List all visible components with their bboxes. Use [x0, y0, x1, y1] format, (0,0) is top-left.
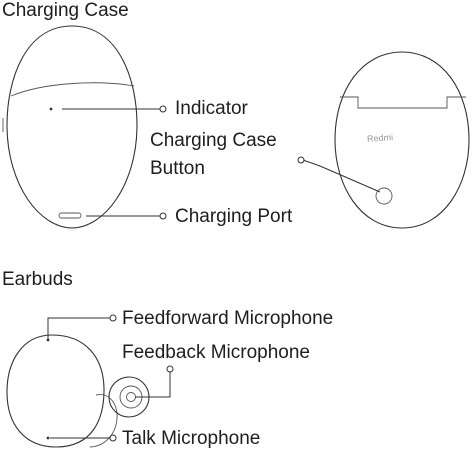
case-button	[375, 187, 393, 205]
case-back-body	[334, 51, 470, 229]
case-front-lid-seam	[10, 82, 135, 97]
case-button-label-line2: Button	[150, 158, 205, 179]
talk-mic-label: Talk Microphone	[122, 428, 260, 449]
feedback-mic-label: Feedback Microphone	[122, 342, 310, 363]
charging-case-title: Charging Case	[2, 0, 129, 21]
feedback-leader	[135, 372, 171, 398]
case-front-illustration	[2, 25, 138, 229]
earbud-body	[6, 334, 105, 448]
charging-port-leader-dot	[159, 212, 167, 220]
button-leader	[302, 159, 381, 193]
case-button-label-line1: Charging Case	[150, 130, 277, 151]
brand-logo-text: Redmi	[367, 132, 394, 144]
case-front-body	[6, 25, 138, 229]
feedforward-leader	[47, 317, 110, 340]
indicator-light	[49, 107, 53, 111]
feedforward-leader-dot	[109, 314, 117, 322]
case-back-illustration: Redmi	[334, 51, 470, 229]
earbud-leaders	[47, 314, 174, 442]
button-leader-dot	[297, 156, 305, 164]
charging-port-label: Charging Port	[175, 206, 293, 227]
ear-tip-nozzle	[126, 392, 136, 402]
indicator-leader-dot	[159, 105, 167, 113]
feedforward-mic-label: Feedforward Microphone	[122, 308, 333, 329]
earbud-stem-shadow	[89, 394, 118, 448]
case-leaders	[62, 105, 381, 220]
talk-leader-dot	[109, 434, 117, 442]
talk-mic-hole	[46, 436, 50, 440]
feedback-leader-dot	[166, 365, 174, 373]
charging-port-slot	[58, 212, 82, 219]
case-back-lid-seam	[340, 96, 466, 109]
indicator-label: Indicator	[175, 98, 249, 119]
earbuds-title: Earbuds	[2, 269, 73, 290]
